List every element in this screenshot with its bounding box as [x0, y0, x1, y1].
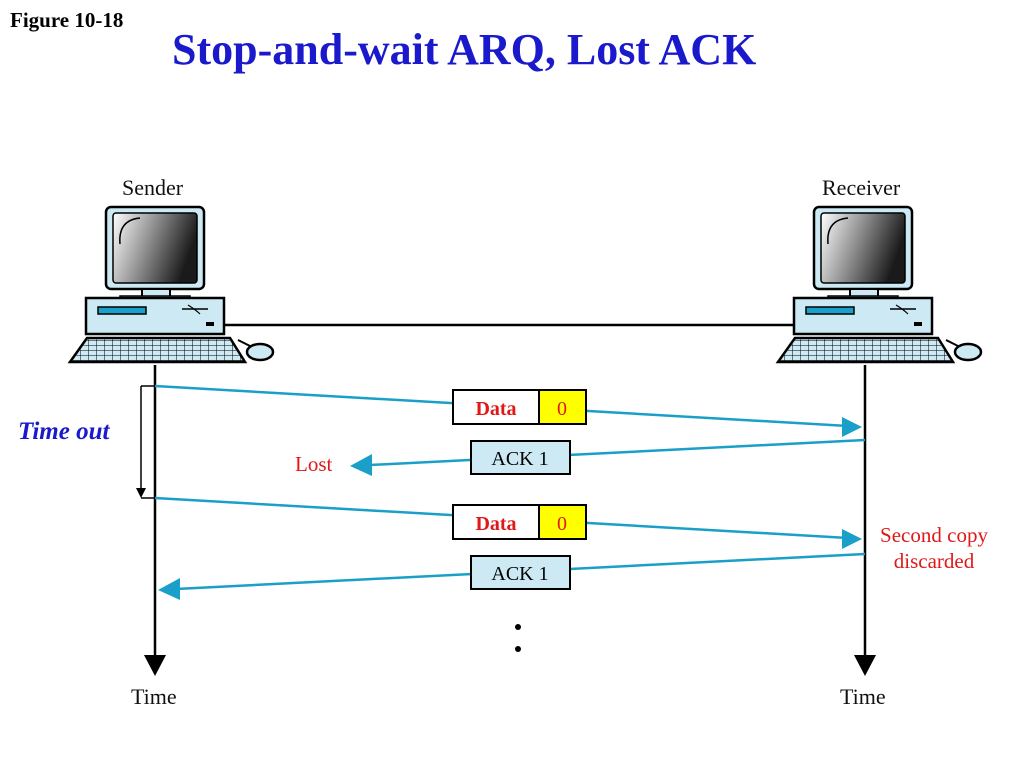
receiver-label: Receiver	[822, 175, 901, 200]
data-frame-1-seq: 0	[557, 398, 567, 420]
figure-label: Figure 10-18	[10, 8, 124, 32]
discarded-note-line2: discarded	[893, 549, 975, 573]
timeout-label: Time out	[18, 418, 110, 445]
receiver-time-label: Time	[840, 684, 886, 709]
continuation-dot	[515, 624, 521, 630]
ack-frame-2-label: ACK 1	[491, 563, 548, 585]
ack-frame-2: ACK 1	[470, 555, 571, 590]
diagram-title: Stop-and-wait ARQ, Lost ACK	[172, 25, 757, 74]
data-frame-1: Data 0	[452, 389, 587, 425]
sender-time-arrowhead	[144, 655, 166, 676]
ack-frame-1: ACK 1	[470, 440, 571, 475]
receiver-computer-icon	[775, 205, 983, 364]
ack-1-lost-arrowhead	[350, 454, 372, 476]
data-frame-1-arrowhead	[842, 417, 862, 437]
data-frame-2-arrowhead	[842, 529, 862, 549]
ack-2-arrowhead	[158, 578, 180, 600]
sender-label: Sender	[122, 175, 184, 200]
data-frame-1-label: Data	[475, 398, 516, 420]
ack-1-lost-arrow	[369, 438, 866, 467]
sender-time-label: Time	[131, 684, 177, 709]
discarded-note-line1: Second copy	[880, 523, 988, 547]
data-frame-2-label: Data	[475, 513, 516, 535]
timeout-bracket	[136, 385, 155, 499]
lost-label: Lost	[295, 452, 333, 476]
ack-frame-1-label: ACK 1	[491, 448, 548, 470]
continuation-dot	[515, 646, 521, 652]
discarded-note: Second copy discarded	[870, 522, 998, 574]
sender-computer-icon	[67, 205, 275, 364]
data-frame-2: Data 0	[452, 504, 587, 540]
receiver-time-arrowhead	[854, 655, 876, 676]
data-frame-2-seq: 0	[557, 513, 567, 535]
